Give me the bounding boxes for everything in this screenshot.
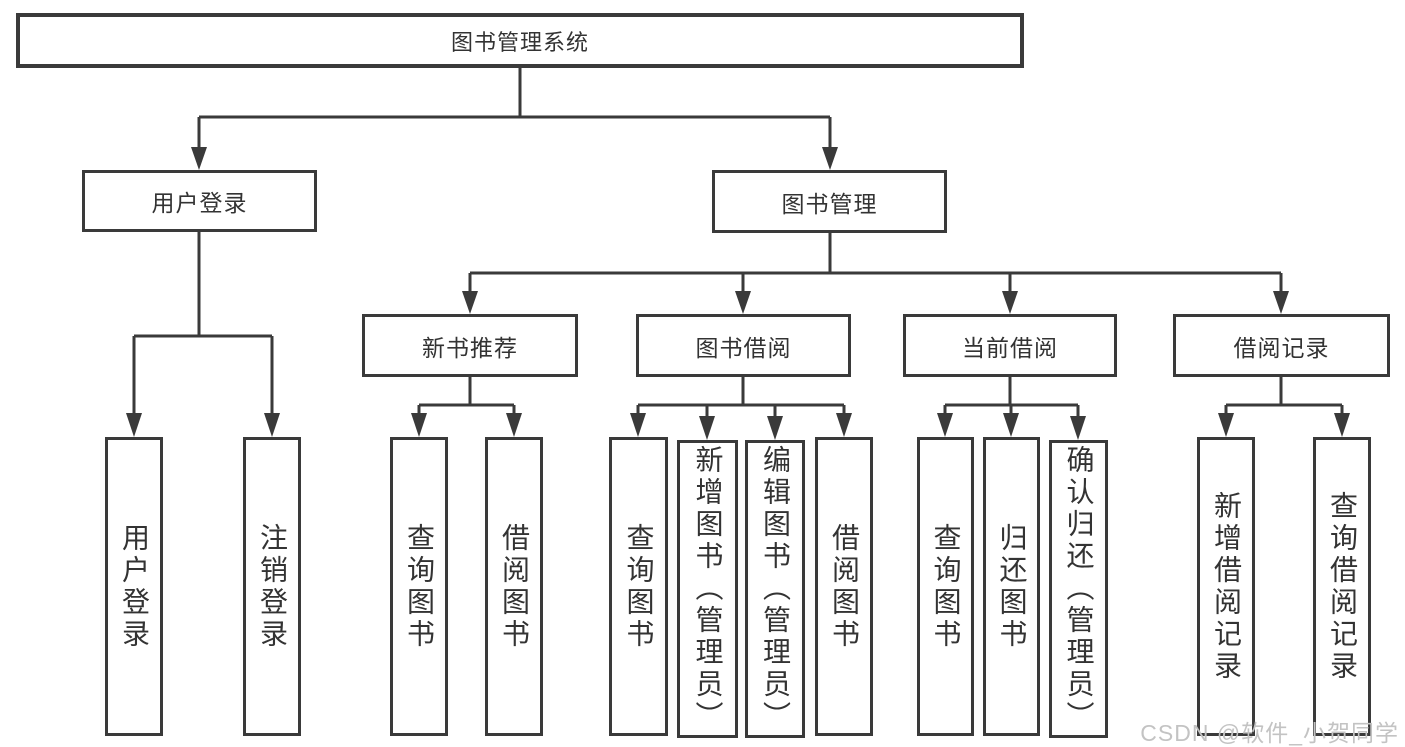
arrowhead: [767, 416, 783, 440]
arrowhead: [1334, 413, 1350, 437]
leaf-logout: 注销登录: [243, 437, 301, 736]
arrowhead: [191, 147, 207, 170]
leaf-borrow-books: 借阅图书: [815, 437, 873, 736]
node-user-login-label: 用户登录: [151, 190, 248, 216]
leaf-add-books-admin-label: 新增图书（管理员）: [692, 445, 724, 733]
leaf-user-login-label: 用户登录: [119, 522, 150, 651]
leaf-add-books-admin: 新增图书（管理员）: [677, 440, 738, 738]
node-user-login: 用户登录: [82, 170, 317, 232]
arrowhead: [506, 413, 522, 437]
arrowhead: [1218, 413, 1234, 437]
leaf-user-login: 用户登录: [105, 437, 163, 736]
arrowhead: [937, 413, 953, 437]
arrowhead: [1070, 416, 1086, 440]
leaf-borrow-query-books: 查询图书: [609, 437, 668, 736]
leaf-confirm-return-admin: 确认归还（管理员）: [1049, 440, 1108, 738]
arrowhead: [735, 291, 751, 314]
leaf-current-query-books-label: 查询图书: [930, 522, 962, 651]
leaf-return-books-label: 归还图书: [996, 522, 1028, 651]
node-new-book-recommend: 新书推荐: [362, 314, 578, 377]
arrowhead: [126, 413, 142, 437]
node-borrow-records: 借阅记录: [1173, 314, 1390, 377]
leaf-add-borrow-record: 新增借阅记录: [1197, 437, 1255, 736]
leaf-query-borrow-record: 查询借阅记录: [1313, 437, 1371, 736]
node-root: 图书管理系统: [16, 13, 1024, 68]
leaf-query-borrow-record-label: 查询借阅记录: [1327, 490, 1358, 683]
leaf-confirm-return-admin-label: 确认归还（管理员）: [1063, 445, 1095, 733]
arrowhead: [836, 413, 852, 437]
arrowhead: [264, 413, 280, 437]
node-book-borrow-label: 图书借阅: [695, 334, 792, 361]
node-borrow-records-label: 借阅记录: [1233, 334, 1330, 361]
leaf-recommend-query-books: 查询图书: [390, 437, 448, 736]
leaf-edit-books-admin-label: 编辑图书（管理员）: [760, 445, 791, 733]
arrowhead: [822, 147, 838, 170]
node-book-borrow: 图书借阅: [636, 314, 851, 377]
leaf-add-borrow-record-label: 新增借阅记录: [1211, 490, 1242, 683]
node-book-management: 图书管理: [712, 170, 947, 233]
leaf-recommend-borrow-books-label: 借阅图书: [499, 522, 530, 651]
leaf-borrow-books-label: 借阅图书: [829, 522, 860, 651]
arrowhead: [630, 413, 646, 437]
arrowhead: [699, 416, 715, 440]
leaf-recommend-borrow-books: 借阅图书: [485, 437, 543, 736]
arrowhead: [1003, 413, 1019, 437]
arrowhead: [462, 291, 478, 314]
arrowhead: [1273, 291, 1289, 314]
node-current-borrow-label: 当前借阅: [962, 334, 1058, 361]
csdn-watermark: CSDN @软件_小贺同学: [1140, 720, 1399, 746]
node-root-label: 图书管理系统: [450, 29, 589, 55]
arrowhead: [411, 413, 427, 437]
leaf-return-books: 归还图书: [983, 437, 1040, 736]
leaf-current-query-books: 查询图书: [917, 437, 974, 736]
leaf-logout-label: 注销登录: [257, 522, 288, 651]
arrowhead: [1002, 291, 1018, 314]
node-new-book-recommend-label: 新书推荐: [422, 334, 518, 361]
node-book-management-label: 图书管理: [781, 190, 878, 217]
leaf-borrow-query-books-label: 查询图书: [623, 522, 655, 651]
leaf-recommend-query-books-label: 查询图书: [404, 522, 435, 651]
node-current-borrow: 当前借阅: [903, 314, 1117, 377]
leaf-edit-books-admin: 编辑图书（管理员）: [745, 440, 805, 738]
